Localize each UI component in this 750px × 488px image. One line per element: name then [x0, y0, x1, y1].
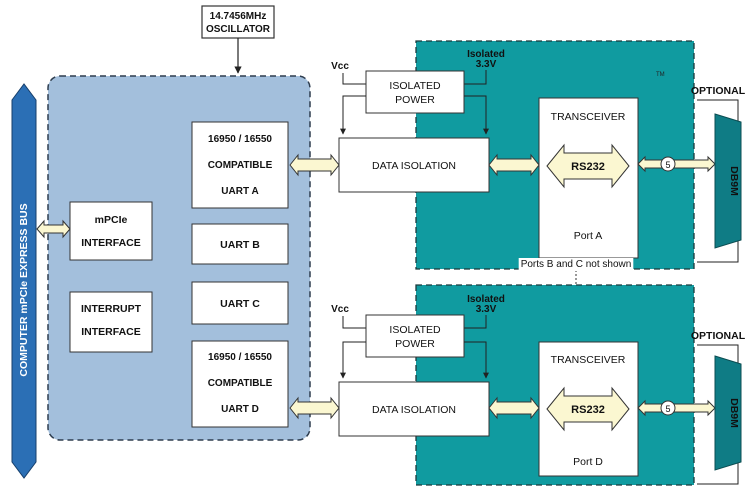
mpcie-label: mPCIe	[95, 214, 128, 226]
interrupt-interface-block: INTERRUPT INTERFACE	[69, 291, 153, 353]
ports-note-background	[518, 258, 634, 271]
oscillator-freq: 14.7456MHz	[210, 11, 267, 22]
uart-d-line1: 16950 / 16550	[208, 352, 272, 363]
port-d-rs232-label: RS232	[571, 404, 605, 416]
port-a-isolated-voltage: 3.3V	[476, 59, 497, 70]
port-a-db9-connector	[714, 113, 742, 249]
port-d-connector-label: DB9M	[728, 398, 740, 428]
port-d-db9-connector	[714, 355, 742, 471]
port-d-section: Vcc Isolated 3.3V ISOLATED POWER DATA IS…	[289, 284, 746, 486]
port-a-isolated-label: Isolated	[467, 49, 505, 60]
port-d-power-line1: ISOLATED	[389, 324, 441, 336]
uart-a-line3: UART A	[221, 186, 258, 197]
port-a-connector-label: DB9M	[728, 166, 740, 196]
port-d-vcc-label: Vcc	[331, 304, 349, 315]
port-a-uart-arrow	[289, 153, 340, 177]
port-d-port-label: Port D	[573, 456, 603, 468]
computer-bus: COMPUTER mPCIe EXPRESS BUS	[11, 83, 37, 479]
port-a-vcc-label: Vcc	[331, 61, 349, 72]
port-a-rs232-arrow	[546, 143, 630, 189]
uart-d-block: 16950 / 16550 COMPATIBLE UART D	[191, 340, 289, 428]
port-a-power-line1: ISOLATED	[389, 80, 441, 92]
port-a-signal-count-badge	[660, 156, 676, 172]
oscillator-block: 14.7456MHz OSCILLATOR	[201, 5, 275, 74]
port-a-port-label: Port A	[574, 230, 603, 242]
uart-a-block: 16950 / 16550 COMPATIBLE UART A	[191, 121, 289, 209]
port-a-power-line2: POWER	[395, 94, 435, 106]
port-a-isolated-power-block	[365, 70, 465, 114]
port-d-power-line2: POWER	[395, 338, 435, 350]
port-d-rs232-arrow	[546, 386, 630, 432]
trademark-mark: TM	[656, 72, 665, 78]
uart-a-line2: COMPATIBLE	[208, 160, 273, 171]
uart-c-block: UART C	[191, 281, 289, 325]
uart-a-line1: 16950 / 16550	[208, 134, 272, 145]
port-d-uart-arrow	[289, 396, 340, 420]
port-d-data-isolation-block	[338, 381, 490, 437]
bus-label: COMPUTER mPCIe EXPRESS BUS	[18, 203, 30, 376]
mpcie-interface-block: mPCIe INTERFACE	[69, 201, 153, 261]
mpcie-interface-label: INTERFACE	[81, 237, 141, 249]
port-a-rs232-label: RS232	[571, 161, 605, 173]
bus-mpcie-arrow	[36, 219, 71, 239]
port-d-signal-count: 5	[665, 404, 670, 414]
port-d-data-isolation-label: DATA ISOLATION	[372, 404, 456, 416]
uart-b-block: UART B	[191, 223, 289, 265]
port-a-signal-count: 5	[665, 160, 670, 170]
port-a-data-isolation-block	[338, 137, 490, 193]
port-d-isolated-voltage: 3.3V	[476, 304, 497, 315]
port-d-transceiver-label: TRANSCEIVER	[551, 354, 626, 366]
oscillator-label: OSCILLATOR	[206, 24, 271, 35]
port-d-signal-count-badge	[660, 400, 676, 416]
uart-d-line2: COMPATIBLE	[208, 378, 273, 389]
interrupt-label: INTERRUPT	[81, 303, 142, 315]
port-d-isolated-power-block	[365, 314, 465, 358]
interrupt-interface-label: INTERFACE	[81, 326, 141, 338]
port-a-data-isolation-label: DATA ISOLATION	[372, 160, 456, 172]
ports-note: Ports B and C not shown	[521, 259, 632, 270]
port-a-transceiver-label: TRANSCEIVER	[551, 111, 626, 123]
port-a-section: TM Vcc Isolated 3.3V ISOLATED POWER DATA…	[289, 40, 746, 270]
port-a-optional-label: OPTIONAL	[691, 85, 746, 97]
uart-c-label: UART C	[220, 298, 260, 310]
port-d-optional-label: OPTIONAL	[691, 330, 746, 342]
port-d-isolated-label: Isolated	[467, 294, 505, 305]
uart-d-line3: UART D	[221, 404, 259, 415]
uart-b-label: UART B	[220, 239, 260, 251]
